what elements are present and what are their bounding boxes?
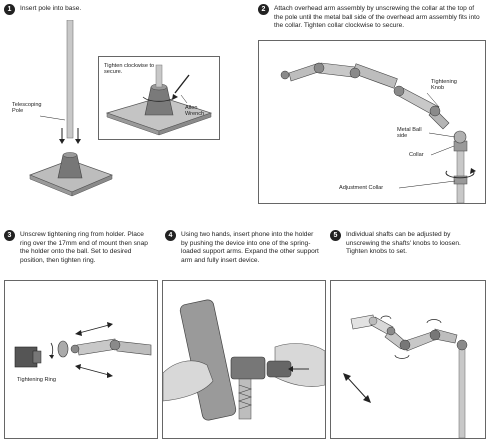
step-4-number: 4 — [165, 230, 176, 241]
step-5-illustration — [330, 280, 486, 439]
label-tightening-ring: Tightening Ring — [17, 377, 56, 383]
tightening-ring — [57, 340, 69, 358]
label-allen-wrench: Allen Wrench — [185, 105, 205, 118]
label-adjustment-collar: Adjustment Collar — [339, 185, 384, 191]
allen-wrench — [174, 74, 190, 94]
step-5-text: Individual shafts can be adjusted by uns… — [346, 231, 461, 256]
step-5-number: 5 — [330, 230, 341, 241]
step-2-illustration: Tightening Knob Metal Ball side Collar A… — [258, 40, 486, 204]
step-3-text: Unscrew tightening ring from holder. Pla… — [20, 231, 148, 264]
label-metal-ball-side: Metal Ball side — [397, 127, 422, 140]
overhead-arm — [288, 62, 450, 130]
step-1-illustration: Telescoping Pole Tighten clockwise to se… — [0, 20, 240, 200]
label-collar: Collar — [409, 152, 424, 158]
label-tighten-clockwise: Tighten clockwise to secure. — [104, 63, 155, 76]
step-1-text: Insert pole into base. — [20, 5, 82, 12]
step-3-illustration: Tightening Ring — [4, 280, 158, 439]
step-2-number: 2 — [258, 4, 269, 15]
step-4-text: Using two hands, insert phone into the h… — [181, 231, 319, 264]
step-3-number: 3 — [4, 230, 15, 241]
step-2-text: Attach overhead arm assembly by unscrewi… — [274, 5, 480, 30]
phone-device — [179, 299, 237, 421]
step-1-number: 1 — [4, 4, 15, 15]
label-tightening-knob: Tightening Knob — [431, 79, 457, 92]
step-4-illustration — [162, 280, 326, 439]
label-telescoping-pole: Telescoping Pole — [12, 102, 42, 115]
step-1-inset: Tighten clockwise to secure. Allen Wrenc… — [98, 56, 220, 140]
